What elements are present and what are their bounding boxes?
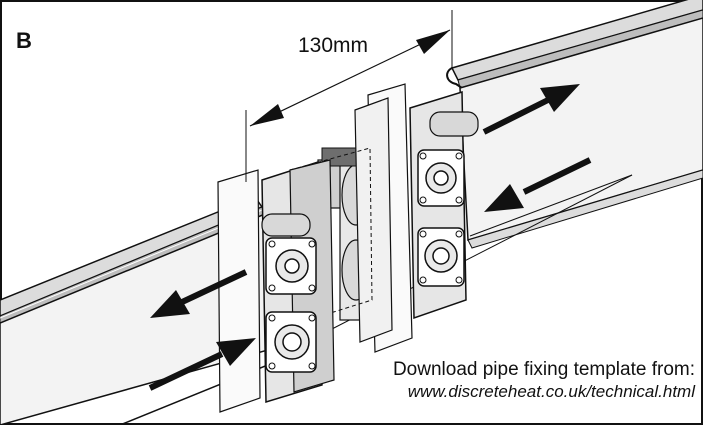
flow-arrow-right-lower	[484, 157, 592, 212]
caption-download-text: Download pipe fixing template from:	[390, 359, 697, 381]
left-rail	[0, 196, 281, 425]
flow-arrow-left-lower	[148, 338, 256, 391]
flow-arrow-left-upper	[150, 269, 248, 318]
left-valve-block	[261, 159, 335, 404]
dimension-line	[245, 10, 453, 182]
right-upper-flange	[417, 149, 465, 207]
right-lower-flange	[417, 227, 465, 287]
dimension-label: 130mm	[298, 34, 369, 57]
left-lower-flange	[265, 311, 317, 373]
caption-url-link[interactable]: www.discreteheat.co.uk/technical.html	[405, 382, 697, 402]
right-rail	[446, 0, 703, 249]
flow-arrow-right-upper	[482, 84, 580, 135]
right-valve-block	[409, 90, 479, 320]
left-upper-flange	[265, 237, 317, 295]
panel-label: B	[16, 28, 32, 53]
